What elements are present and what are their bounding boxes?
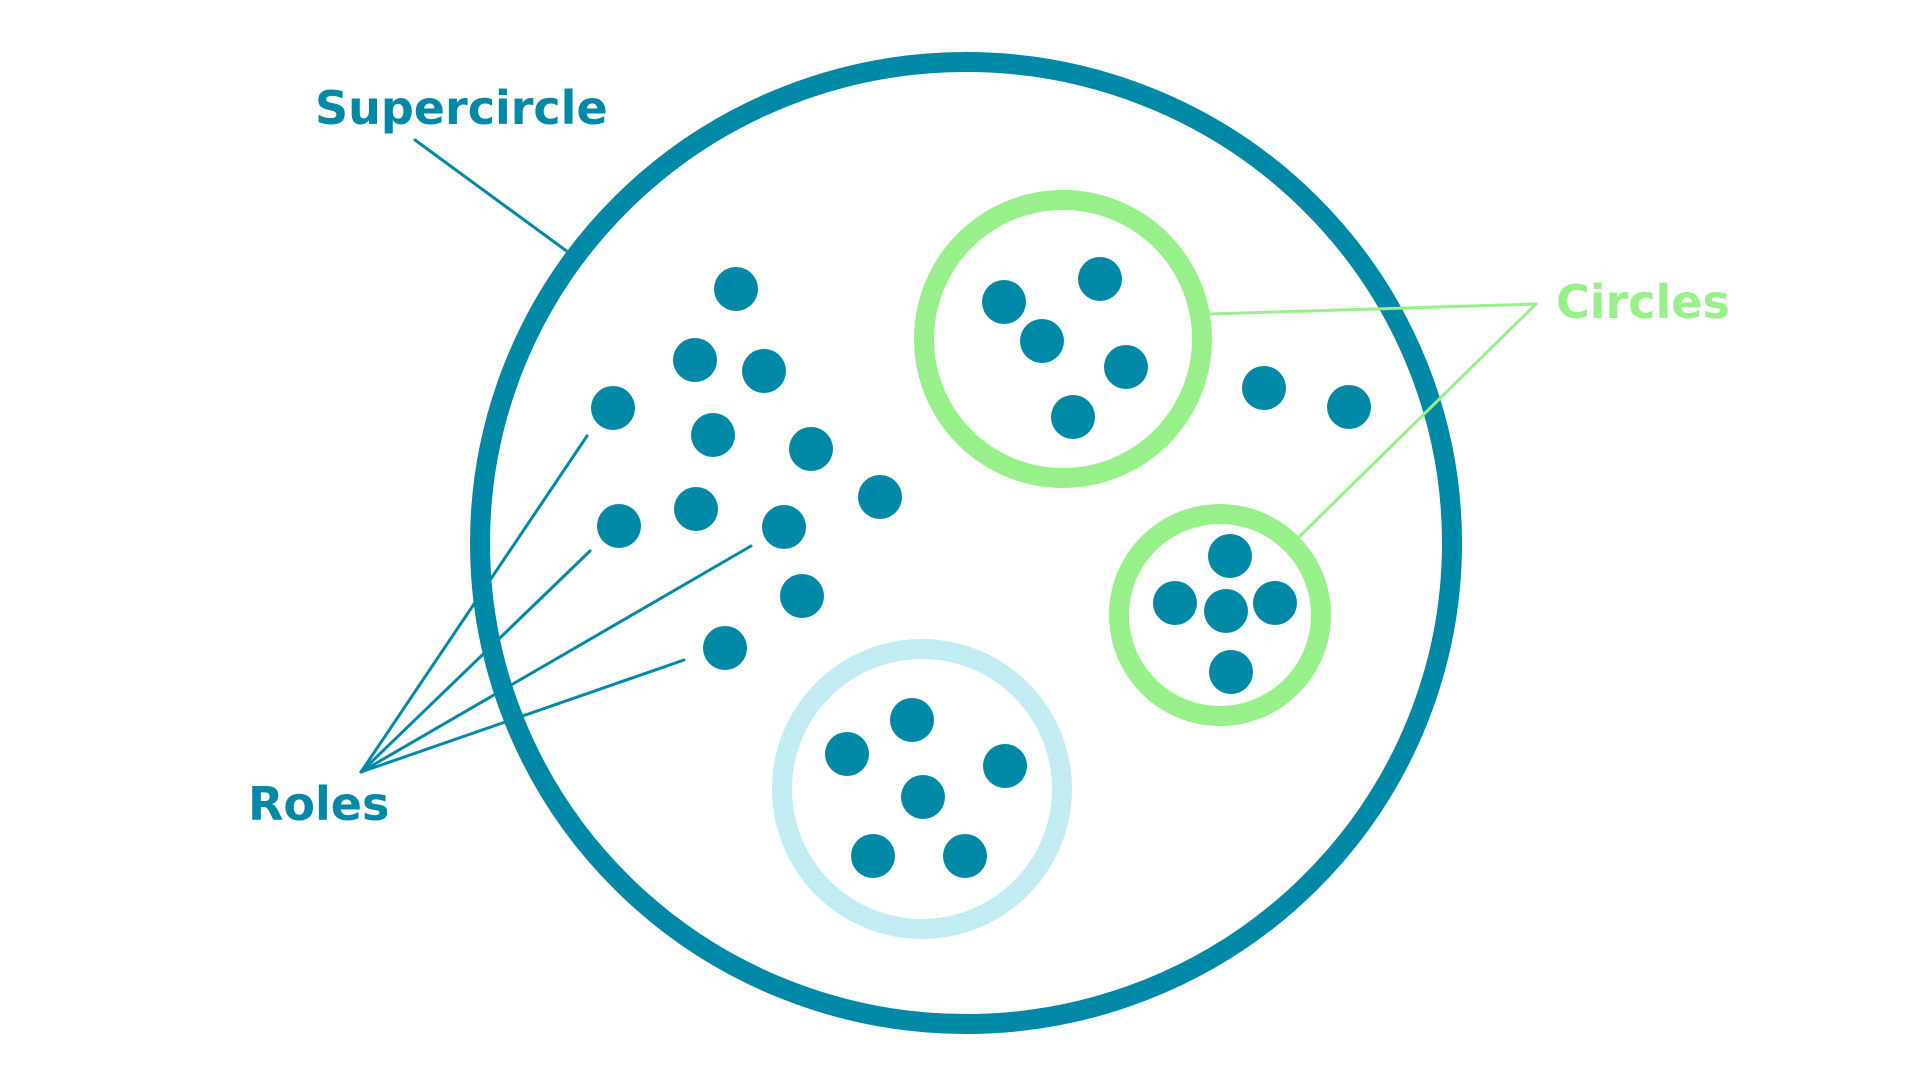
- circle-green-right: [1109, 504, 1331, 726]
- role-dot: [674, 487, 718, 531]
- role-dot: [1020, 319, 1064, 363]
- role-dot: [780, 574, 824, 618]
- role-dot: [1051, 395, 1095, 439]
- circle-light-blue-bottom-roles: [825, 698, 1027, 878]
- role-dot: [1204, 589, 1248, 633]
- role-dot: [1153, 581, 1197, 625]
- role-dot: [1208, 534, 1252, 578]
- role-dot: [673, 338, 717, 382]
- role-dot: [1078, 257, 1122, 301]
- roles-leader-line-1: [359, 434, 589, 774]
- circles-label: Circles: [1556, 275, 1730, 329]
- free-roles: [591, 267, 1371, 670]
- role-dot: [597, 504, 641, 548]
- role-dot: [691, 413, 735, 457]
- roles-leader-line-4: [359, 658, 686, 774]
- role-dot: [858, 475, 902, 519]
- role-dot: [890, 698, 934, 742]
- circles-leader-lines: [1208, 302, 1538, 538]
- role-dot: [762, 505, 806, 549]
- circles-leader-line-right: [1298, 302, 1538, 538]
- role-dot: [901, 775, 945, 819]
- role-dot: [703, 626, 747, 670]
- role-dot: [825, 732, 869, 776]
- role-dot: [742, 349, 786, 393]
- role-dot: [1242, 366, 1286, 410]
- roles-leader-line-3: [359, 544, 753, 774]
- role-dot: [789, 427, 833, 471]
- role-dot: [1209, 650, 1253, 694]
- circle-light-blue-bottom: [772, 639, 1072, 939]
- role-dot: [851, 834, 895, 878]
- role-dot: [983, 744, 1027, 788]
- role-dot: [714, 267, 758, 311]
- circle-green-top-roles: [982, 257, 1148, 439]
- supercircle-leader-line: [413, 138, 574, 257]
- circle-green-right-roles: [1153, 534, 1297, 694]
- role-dot: [1104, 345, 1148, 389]
- supercircle-label: Supercircle: [315, 81, 608, 135]
- roles-leader-line-2: [359, 549, 592, 774]
- role-dot: [943, 834, 987, 878]
- circles-leader-line-top: [1208, 302, 1538, 316]
- role-dot: [1327, 385, 1371, 429]
- role-dot: [591, 386, 635, 430]
- role-dot: [1253, 581, 1297, 625]
- role-dot: [982, 280, 1026, 324]
- roles-leader-lines: [359, 434, 753, 774]
- circle-green-top: [914, 190, 1212, 488]
- roles-label: Roles: [248, 777, 389, 831]
- supercircle-outline: [470, 52, 1462, 1034]
